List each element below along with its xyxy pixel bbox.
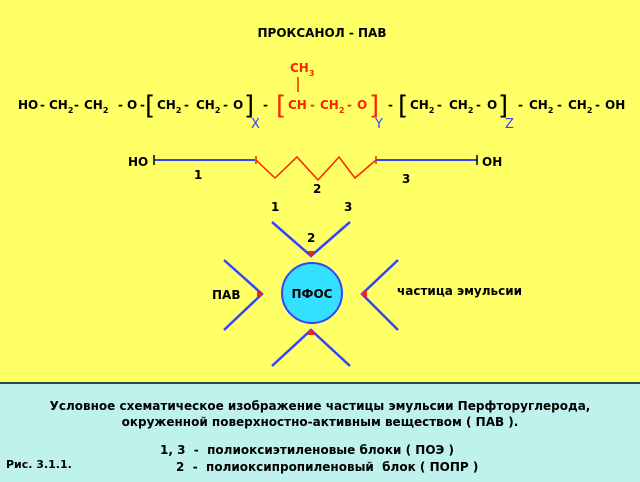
svg-text:-: -: [310, 98, 315, 112]
svg-text:-: -: [263, 98, 268, 112]
chain-label-2: 2: [313, 182, 321, 196]
formula-o-a: O: [127, 98, 137, 112]
formula-ch2-c: CH2: [157, 98, 181, 115]
formula-o-c: O: [357, 98, 367, 112]
formula-o-d: O: [487, 98, 497, 112]
surfactant-bottom: [271, 328, 351, 367]
formula-oh: OH: [605, 98, 625, 112]
figure-label: Рис. 3.1.1.: [6, 458, 72, 471]
block-chain-schematic: HO OH 1 2 3: [128, 155, 502, 196]
chain-label-3: 3: [402, 172, 410, 186]
svg-text:-: -: [347, 98, 352, 112]
emulsion-label-1: 1: [271, 200, 279, 214]
chain-right-end: OH: [482, 155, 502, 169]
svg-text:-: -: [140, 98, 145, 112]
formula-ch2-d: CH2: [196, 98, 220, 115]
formula-ch2-a: CH2: [49, 98, 73, 115]
svg-text:-: -: [595, 98, 600, 112]
svg-text:-: -: [118, 98, 123, 112]
svg-text:-: -: [557, 98, 562, 112]
emulsion-particle-label: частица эмульсии: [397, 284, 522, 298]
index-z: Z: [505, 117, 514, 132]
formula-ch2-e: CH2: [320, 98, 344, 115]
index-y: Y: [374, 117, 383, 132]
emulsion-label-2: 2: [307, 231, 315, 245]
chain-left-end: HO: [128, 155, 148, 169]
svg-text:-: -: [476, 98, 481, 112]
svg-text:-: -: [74, 98, 79, 112]
surfactant-right: [360, 259, 399, 331]
index-x: X: [251, 117, 260, 132]
legend-line-1: 1, 3 - полиоксиэтиленовые блоки ( ПОЭ ): [160, 443, 454, 457]
methyl-group: CH3: [290, 61, 314, 78]
formula-ch2-i: CH2: [568, 98, 592, 115]
formula-ch2-g: CH2: [449, 98, 473, 115]
pfos-core: [281, 262, 343, 324]
svg-text:-: -: [437, 98, 442, 112]
bracket-open-3: [: [398, 91, 408, 121]
formula-ch2-b: CH2: [84, 98, 108, 115]
bracket-open-2: [: [276, 91, 286, 121]
caption-line-2: окруженной поверхностно-активным веществ…: [121, 415, 519, 429]
svg-text:-: -: [40, 98, 45, 112]
chain-block-2-zigzag: [255, 155, 377, 182]
caption-line-1: Условное схематическое изображение части…: [49, 399, 591, 413]
formula-o-b: O: [233, 98, 243, 112]
bracket-close-1: ]: [244, 91, 254, 121]
caption-panel: Условное схематическое изображение части…: [0, 382, 640, 482]
chain-label-1: 1: [194, 168, 202, 182]
svg-text:-: -: [184, 98, 189, 112]
diagram-title: ПРОКСАНОЛ - ПАВ: [258, 26, 387, 40]
structural-formula: HO - CH2 - CH2 - O - [ CH2 - CH2 - O ] X…: [18, 91, 625, 132]
svg-text:-: -: [518, 98, 523, 112]
bracket-open-1: [: [145, 91, 155, 121]
surfactant-label: ПАВ: [212, 288, 240, 302]
formula-ch: CH: [288, 98, 307, 112]
formula-ch2-h: CH2: [529, 98, 553, 115]
formula-ho: HO: [18, 98, 38, 112]
svg-text:-: -: [223, 98, 228, 112]
emulsion-particle: 1 3 2 ПФОС ПАВ частица эмульсии: [212, 200, 522, 367]
bracket-close-2: ]: [369, 91, 379, 121]
svg-text:-: -: [388, 98, 393, 112]
formula-ch2-f: CH2: [410, 98, 434, 115]
pfos-core-label: ПФОС: [292, 287, 333, 301]
bracket-close-3: ]: [498, 91, 508, 121]
emulsion-label-3: 3: [344, 200, 352, 214]
proxanol-diagram: ПРОКСАНОЛ - ПАВ CH3 HO - CH2 - CH2 - O -…: [18, 26, 625, 367]
legend-line-2: 2 - полиоксипропиленовый блок ( ПОПР ): [176, 460, 479, 474]
